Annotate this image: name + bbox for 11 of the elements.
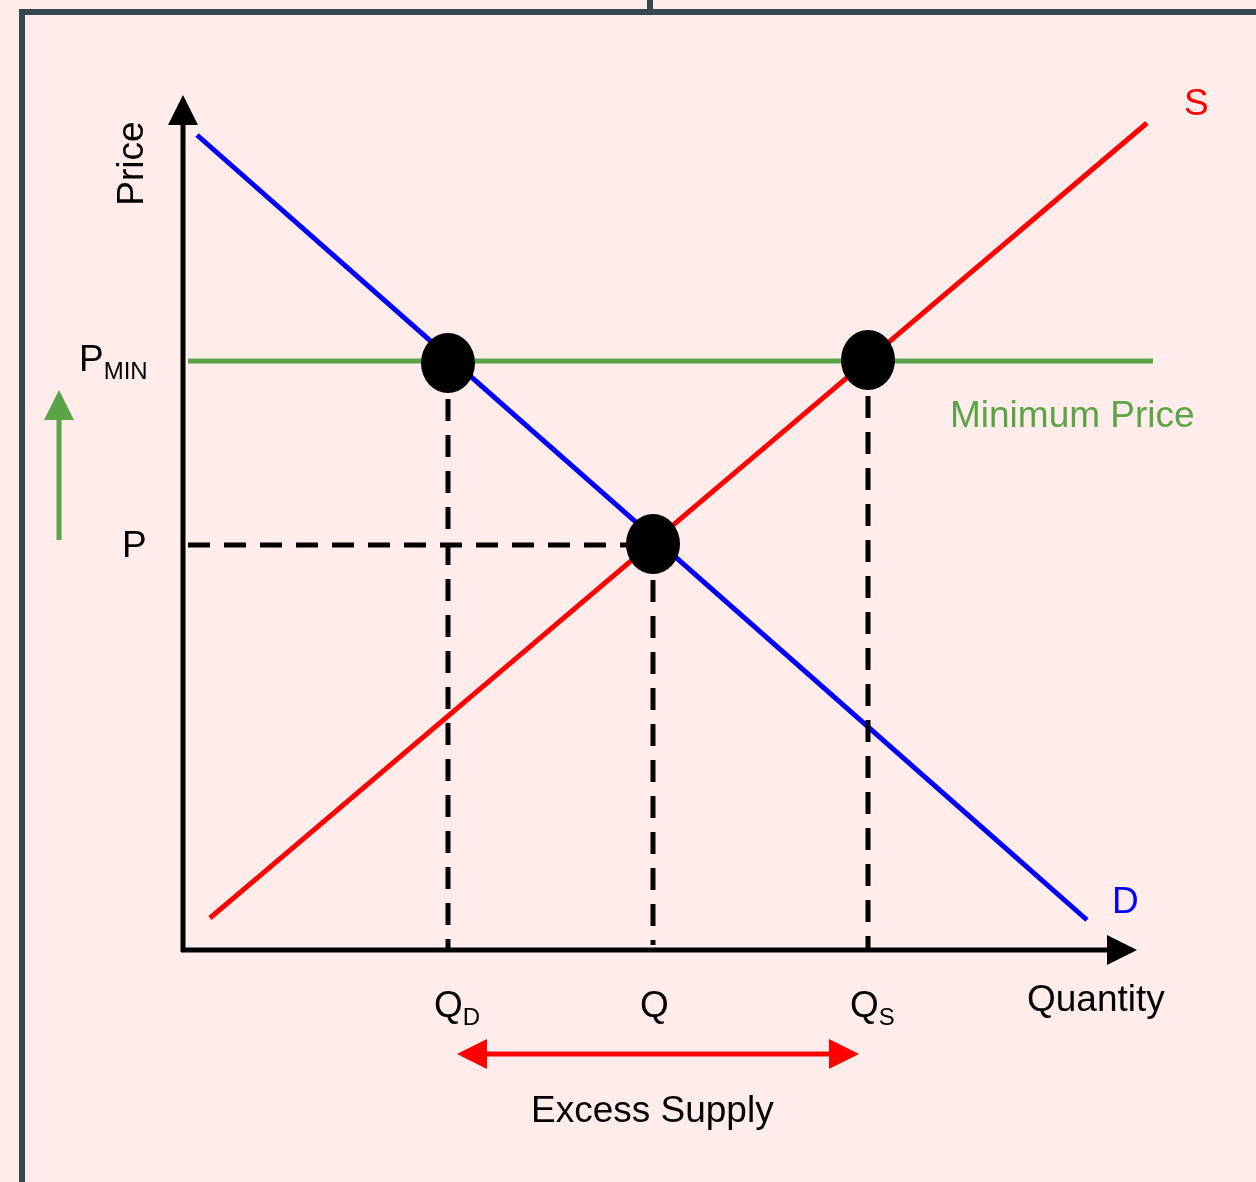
- axis-label: Q$_{D}$: [434, 986, 481, 1029]
- axis-label: P$_{MIN}$: [79, 340, 148, 383]
- axis-label: Q$_{S}$: [850, 986, 895, 1029]
- curve-label: S: [1184, 84, 1209, 121]
- axis-label: P: [122, 526, 147, 563]
- curve-label: D: [1112, 882, 1139, 919]
- line-label: Minimum Price: [950, 396, 1195, 433]
- axis-label: Q: [640, 986, 669, 1023]
- axis-title: Quantity: [1027, 980, 1165, 1017]
- annotation: Excess Supply: [531, 1091, 774, 1128]
- axis-title: Price: [111, 121, 149, 206]
